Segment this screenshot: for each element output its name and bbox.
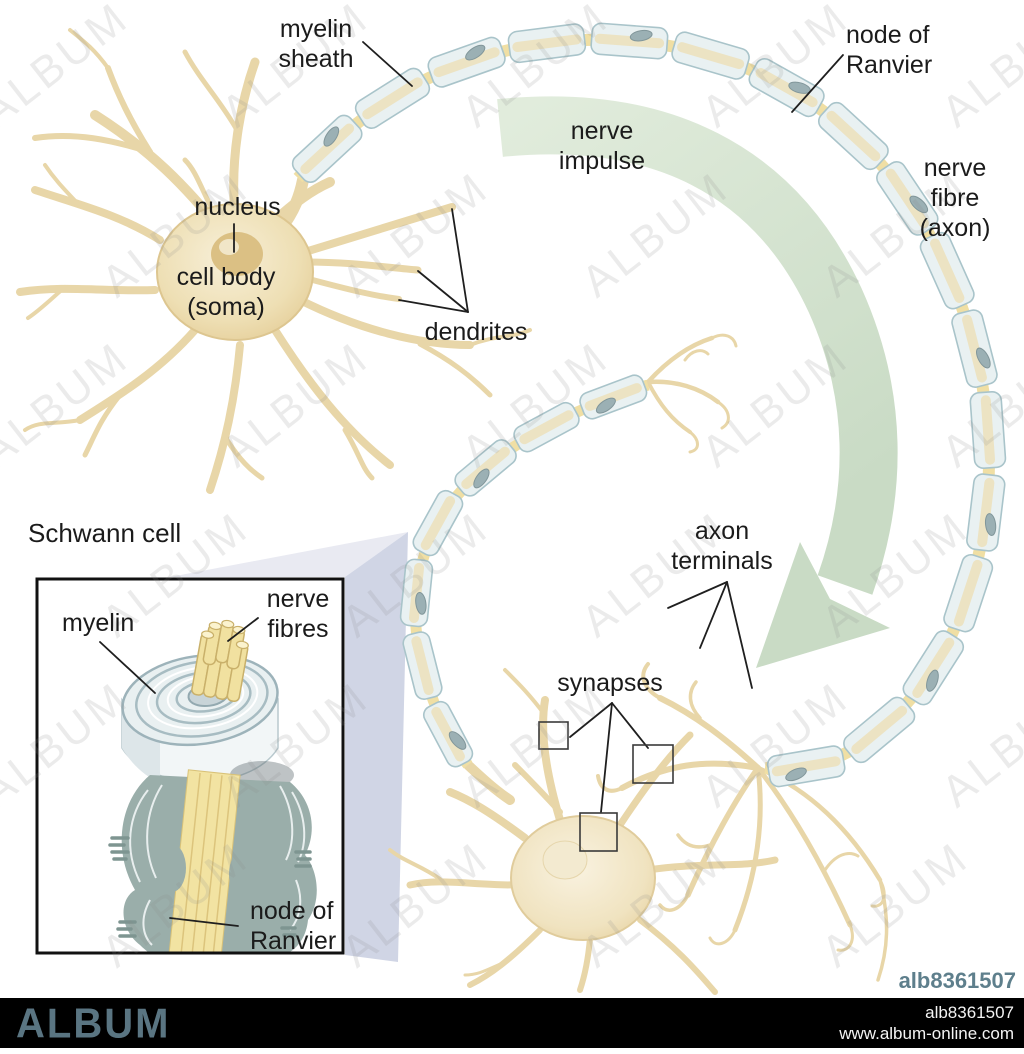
schwann-nucleus: [909, 195, 929, 214]
schwann-nucleus: [465, 44, 486, 61]
myelin-segment: [579, 374, 648, 420]
schwann-nucleus: [629, 29, 653, 42]
myelin-segment: [291, 114, 363, 183]
myelin-segment: [513, 401, 580, 453]
myelin-segment: [817, 101, 889, 171]
inset-zoom-wedge: [170, 532, 408, 962]
inset-border: [35, 577, 345, 955]
myelin-segment: [354, 67, 431, 129]
neuron-cell-body: [16, 28, 532, 494]
myelin-segment: [876, 161, 939, 236]
myelin-segment: [671, 31, 750, 80]
myelin-segment: [766, 745, 846, 788]
label-dendrites: dendrites: [424, 318, 528, 346]
image-id-text: alb8361507: [898, 968, 1016, 993]
label-synapses: synapses: [557, 669, 663, 697]
schwann-cell-inset: [35, 577, 345, 955]
synapse-boxes: [538, 721, 674, 852]
label-node-of-ranvier: node of Ranvier: [846, 21, 933, 79]
myelin-wraps: [108, 769, 317, 953]
label-axon-terminals: axon terminals: [671, 517, 773, 575]
footer-bar: ALBUM alb8361507 www.album-online.com: [0, 998, 1024, 1048]
myelin-segment: [902, 630, 965, 706]
myelin-segment: [590, 22, 669, 60]
myelin-segment: [399, 558, 434, 628]
schwann-nucleus: [448, 731, 467, 750]
schwann-nucleus: [415, 591, 427, 615]
label-myelin-sheath: myelin sheath: [278, 15, 354, 73]
footer-website: www.album-online.com: [839, 1024, 1014, 1043]
footer-credits: alb8361507 www.album-online.com: [839, 1002, 1014, 1044]
schwann-nucleus: [595, 397, 616, 414]
myelin-segment: [507, 23, 587, 64]
schwann-nucleus: [926, 669, 939, 692]
myelin-segments-layer: [291, 22, 1007, 788]
schwann-nucleus: [323, 126, 340, 147]
myelin-segment: [969, 390, 1007, 470]
label-nerve-fibres: nerve fibres: [266, 585, 330, 643]
myelin-segment: [919, 231, 975, 310]
myelin-segment: [943, 553, 994, 633]
label-schwann-cell: Schwann cell: [28, 518, 182, 548]
myelin-segment: [454, 439, 517, 497]
myelin-segment: [748, 58, 825, 118]
terminal-tuft: [645, 333, 738, 454]
nerve-fibre-bundle: [191, 619, 249, 703]
schwann-nucleus: [785, 767, 807, 782]
leader-lines: [99, 41, 844, 927]
label-nerve-fibre-axon: nerve fibre (axon): [919, 154, 991, 242]
label-nerve-impulse: nerve impulse: [558, 117, 646, 175]
myelin-segment: [427, 36, 506, 88]
myelin-segment: [951, 309, 998, 388]
label-cell-body-soma: cell body (soma): [176, 263, 276, 321]
myelin-segment: [422, 700, 474, 768]
label-nucleus: nucleus: [194, 193, 281, 221]
schwann-nucleus: [473, 468, 490, 489]
schwann-nucleus: [975, 347, 991, 369]
myelin-segment: [402, 631, 443, 700]
album-logo: ALBUM: [16, 1000, 171, 1048]
receiving-neuron: [388, 668, 779, 995]
footer-image-id: alb8361507: [925, 1003, 1014, 1022]
label-inset-node-of-ranvier: node of Ranvier: [250, 897, 337, 955]
axon-terminal-arbor: [596, 662, 889, 982]
soma-2: [510, 815, 656, 941]
myelin-segment: [966, 473, 1006, 552]
nerve-impulse-arrow: [497, 96, 898, 668]
schwann-nucleus: [984, 513, 997, 536]
label-myelin: myelin: [62, 609, 135, 637]
myelin-segment: [843, 696, 916, 764]
myelin-segment: [412, 489, 464, 557]
